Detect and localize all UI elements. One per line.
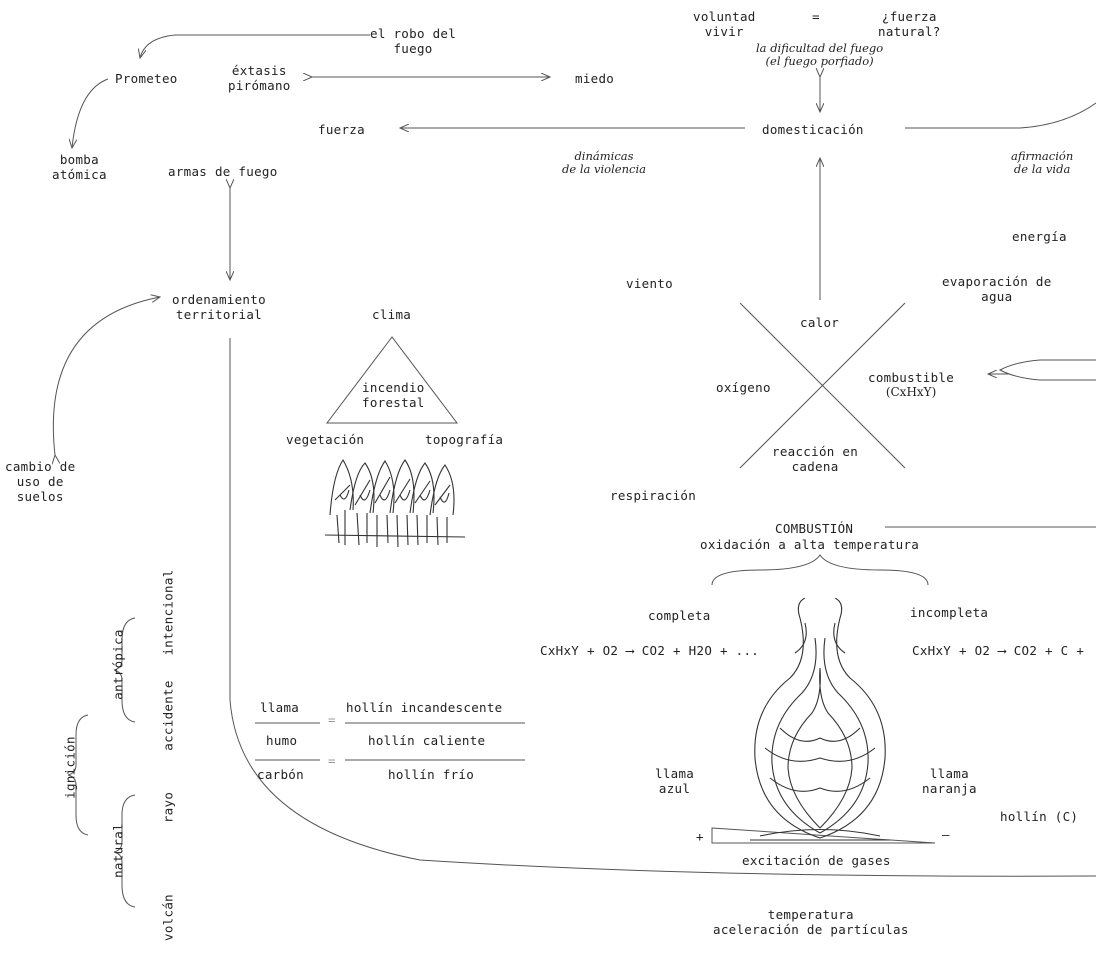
volcan-label: volcán [160, 894, 176, 941]
completa-label: completa [648, 608, 711, 623]
hollin-c-label: hollín (C) [1000, 809, 1079, 824]
voluntad-label: voluntad vivir [693, 9, 756, 39]
excitacion-label: excitación de gases [742, 853, 891, 868]
hollin-incandescente-label: hollín incandescente [346, 700, 503, 715]
intencional-label: intencional [160, 569, 176, 656]
fuerza-label: fuerza [318, 122, 365, 137]
vegetacion-label: vegetación [286, 432, 365, 447]
evaporacion-label: evaporación de agua [942, 274, 1052, 304]
temperatura-label: temperatura aceleración de partículas [713, 907, 909, 937]
respiracion-label: respiración [610, 488, 697, 503]
oxigeno-label: oxígeno [716, 380, 771, 395]
forest-sketch-icon [325, 458, 465, 548]
ignicion-label: ignición [62, 736, 78, 799]
equation-incompleta: CxHxY + O2 ⟶ CO2 + C + [912, 643, 1085, 658]
ordenamiento-label: ordenamiento territorial [172, 292, 266, 322]
oxidacion-label: oxidación a alta temperatura [700, 537, 920, 552]
rayo-label: rayo [160, 791, 176, 824]
viento-label: viento [626, 276, 673, 291]
topografia-label: topografía [425, 432, 504, 447]
equals-sign-2: = [328, 753, 336, 768]
antropica-label: antrópica [110, 629, 126, 700]
equation-completa: CxHxY + O2 ⟶ CO2 + H2O + ... [540, 643, 760, 658]
fuerza-natural-label: ¿fuerza natural? [878, 9, 941, 39]
equals-sign: = [812, 9, 820, 24]
dinamicas-label: dinámicas de la violencia [562, 149, 646, 176]
cambio-suelos-label: cambio de uso de suelos [5, 459, 76, 504]
hollin-caliente-label: hollín caliente [368, 733, 486, 748]
energia-label: energía [1012, 229, 1067, 244]
flame-illustration-icon [750, 598, 890, 841]
plus-sign: + [696, 829, 704, 844]
minus-sign: – [942, 827, 950, 842]
llama-naranja-label: llama naranja [922, 766, 977, 796]
llama-azul-label: llama azul [655, 766, 695, 796]
incompleta-label: incompleta [910, 605, 989, 620]
extasis-label: éxtasis pirómano [228, 63, 291, 93]
hollin-frio-label: hollín frío [388, 767, 475, 782]
natural-label: natural [110, 823, 126, 878]
calor-label: calor [800, 315, 840, 330]
robo-fuego-label: el robo del fuego [370, 26, 457, 56]
prometeo-label: Prometeo [115, 71, 178, 86]
combustion-title: COMBUSTIÓN [775, 521, 854, 536]
miedo-label: miedo [575, 71, 615, 86]
humo-label: humo [266, 733, 298, 748]
incendio-label: incendio forestal [362, 380, 425, 410]
combustible-label: combustible (CxHxY) [868, 370, 955, 399]
accidente-label: accidente [160, 680, 176, 751]
afirmacion-label: afirmación de la vida [1011, 149, 1074, 176]
carbon-label: carbón [257, 767, 304, 782]
domesticacion-label: domesticación [762, 122, 864, 137]
dificultad-label: la dificultad del fuego (el fuego porfia… [756, 41, 884, 68]
clima-label: clima [372, 307, 412, 322]
reaccion-label: reacción en cadena [772, 444, 859, 474]
armas-label: armas de fuego [168, 164, 278, 179]
equals-sign-1: = [328, 712, 336, 727]
bomba-label: bomba atómica [52, 152, 107, 182]
llama-fraction-label: llama [260, 700, 300, 715]
